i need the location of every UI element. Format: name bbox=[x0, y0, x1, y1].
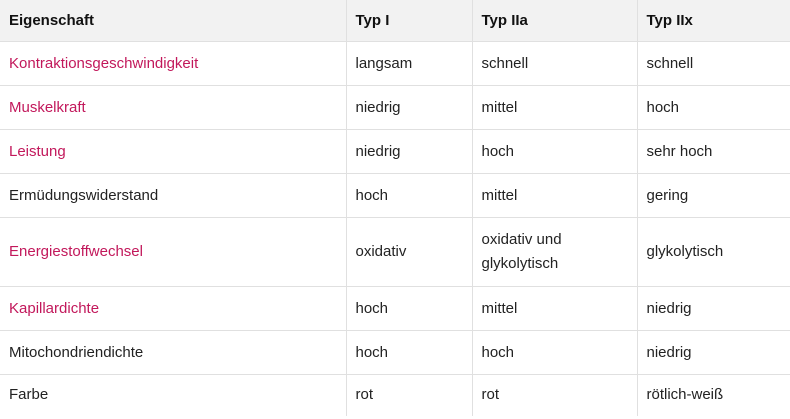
table-row: Leistung niedrig hoch sehr hoch bbox=[0, 129, 790, 174]
table-row: Kapillardichte hoch mittel niedrig bbox=[0, 286, 790, 331]
table-cell: hoch bbox=[637, 85, 790, 130]
table-cell: mittel bbox=[472, 173, 638, 218]
table-cell: niedrig bbox=[637, 330, 790, 375]
table-row: Muskelkraft niedrig mittel hoch bbox=[0, 85, 790, 130]
row-label-muskelkraft[interactable]: Muskelkraft bbox=[0, 85, 347, 130]
row-label-ermuedungswiderstand: Ermüdungswiderstand bbox=[0, 173, 347, 218]
table-cell: hoch bbox=[472, 129, 638, 174]
table-cell: niedrig bbox=[346, 85, 473, 130]
table-cell: oxidativ und glykolytisch bbox=[472, 217, 638, 287]
header-typ-iix: Typ IIx bbox=[637, 0, 790, 42]
header-typ-i: Typ I bbox=[346, 0, 473, 42]
table-cell: sehr hoch bbox=[637, 129, 790, 174]
table-cell: mittel bbox=[472, 85, 638, 130]
table-cell: schnell bbox=[472, 41, 638, 86]
table-cell: rot bbox=[346, 374, 473, 416]
row-label-farbe: Farbe bbox=[0, 374, 347, 416]
table-cell: glykolytisch bbox=[637, 217, 790, 287]
row-label-leistung[interactable]: Leistung bbox=[0, 129, 347, 174]
row-label-energiestoffwechsel[interactable]: Energiestoffwechsel bbox=[0, 217, 347, 287]
table-row: Mitochondriendichte hoch hoch niedrig bbox=[0, 330, 790, 375]
table-cell: hoch bbox=[346, 286, 473, 331]
row-label-mitochondriendichte: Mitochondriendichte bbox=[0, 330, 347, 375]
table-cell: niedrig bbox=[637, 286, 790, 331]
table-cell: rötlich-weiß bbox=[646, 386, 724, 404]
table-row: Kontraktionsgeschwindigkeit langsam schn… bbox=[0, 41, 790, 86]
table-cell: langsam bbox=[346, 41, 473, 86]
table-cell: oxidativ bbox=[346, 217, 473, 287]
table-row: Ermüdungswiderstand hoch mittel gering bbox=[0, 173, 790, 218]
row-label-kapillardichte[interactable]: Kapillardichte bbox=[0, 286, 347, 331]
table-row: Farbe rot rot rötlich-weiß bbox=[0, 374, 790, 416]
table-cell: schnell bbox=[637, 41, 790, 86]
row-label-kontraktionsgeschwindigkeit[interactable]: Kontraktionsgeschwindigkeit bbox=[0, 41, 347, 86]
header-typ-iia: Typ IIa bbox=[472, 0, 638, 42]
table-cell: niedrig bbox=[346, 129, 473, 174]
table-cell: rot bbox=[472, 374, 638, 416]
header-row: Eigenschaft Typ I Typ IIa Typ IIx bbox=[0, 0, 790, 42]
table-cell: hoch bbox=[346, 330, 473, 375]
table-cell: hoch bbox=[346, 173, 473, 218]
table-cell: gering bbox=[637, 173, 790, 218]
table-cell: hoch bbox=[472, 330, 638, 375]
table-cell: mittel bbox=[472, 286, 638, 331]
table-row: Energiestoffwechsel oxidativ oxidativ un… bbox=[0, 217, 790, 287]
header-eigenschaft: Eigenschaft bbox=[0, 0, 347, 42]
table-body: Kontraktionsgeschwindigkeit langsam schn… bbox=[0, 41, 790, 416]
table-header: Eigenschaft Typ I Typ IIa Typ IIx bbox=[0, 0, 790, 42]
